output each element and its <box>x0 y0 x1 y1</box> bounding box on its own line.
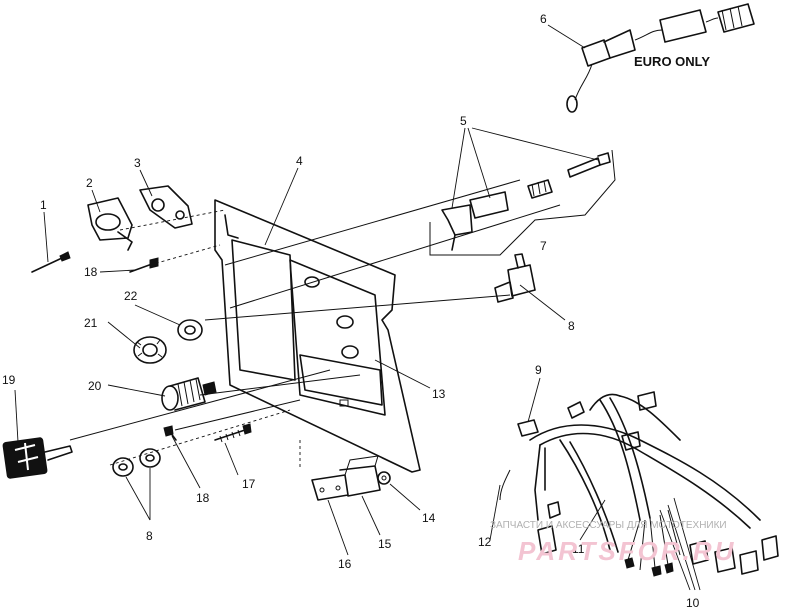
callout-15: 15 <box>378 537 392 551</box>
callout-4: 4 <box>296 154 303 168</box>
callout-6: 6 <box>540 12 547 26</box>
callout-22: 22 <box>124 289 138 303</box>
watermark: ЗАПЧАСТИ И АКСЕССУАРЫ ДЛЯ МОТОТЕХНИКИ PA… <box>490 520 736 566</box>
lens-bracket <box>87 197 133 251</box>
washer <box>177 319 203 341</box>
alignment-lines <box>69 179 561 470</box>
callout-7: 7 <box>540 239 547 253</box>
callout-8-lower: 8 <box>146 529 153 543</box>
callout-19: 19 <box>2 373 16 387</box>
watermark-logo: PARTSFOR.RU <box>518 536 736 566</box>
callout-labels: 1 2 3 4 5 6 7 8 8 9 10 11 12 13 14 15 16… <box>2 12 710 610</box>
leader-lines <box>14 24 701 591</box>
callout-20: 20 <box>88 379 102 393</box>
callout-12: 12 <box>478 535 492 549</box>
callout-3: 3 <box>134 156 141 170</box>
watermark-caption: ЗАПЧАСТИ И АКСЕССУАРЫ ДЛЯ МОТОТЕХНИКИ <box>490 520 727 531</box>
switch-assembly <box>429 149 616 256</box>
key-switch <box>161 377 217 411</box>
euro-only-note: EURO ONLY <box>634 54 710 69</box>
knurled-nut <box>133 336 167 364</box>
callout-18-upper: 18 <box>84 265 98 279</box>
lower-brackets <box>311 455 381 501</box>
callout-10: 10 <box>686 596 700 610</box>
callout-14: 14 <box>422 511 436 525</box>
long-screw <box>214 423 252 443</box>
euro-connector <box>566 3 755 113</box>
callout-18-lower: 18 <box>196 491 210 505</box>
callout-17: 17 <box>242 477 256 491</box>
ignition-key <box>2 437 73 479</box>
callout-9: 9 <box>535 363 542 377</box>
callout-11: 11 <box>572 542 585 556</box>
callout-13: 13 <box>432 387 446 401</box>
screw-lower <box>163 425 177 441</box>
callout-8-upper: 8 <box>568 319 575 333</box>
main-panel-bracket <box>214 199 421 473</box>
callout-5: 5 <box>460 114 467 128</box>
wire-clip <box>31 251 71 273</box>
hex-nut <box>377 471 391 485</box>
bezel-nuts <box>112 448 161 477</box>
toggle-switch <box>494 253 536 303</box>
callout-16: 16 <box>338 557 352 571</box>
callout-1: 1 <box>40 198 47 212</box>
wiring-harness <box>499 391 779 577</box>
callout-21: 21 <box>84 316 98 330</box>
callout-2: 2 <box>86 176 93 190</box>
screw-upper <box>129 257 159 273</box>
mounting-bracket <box>139 185 193 229</box>
